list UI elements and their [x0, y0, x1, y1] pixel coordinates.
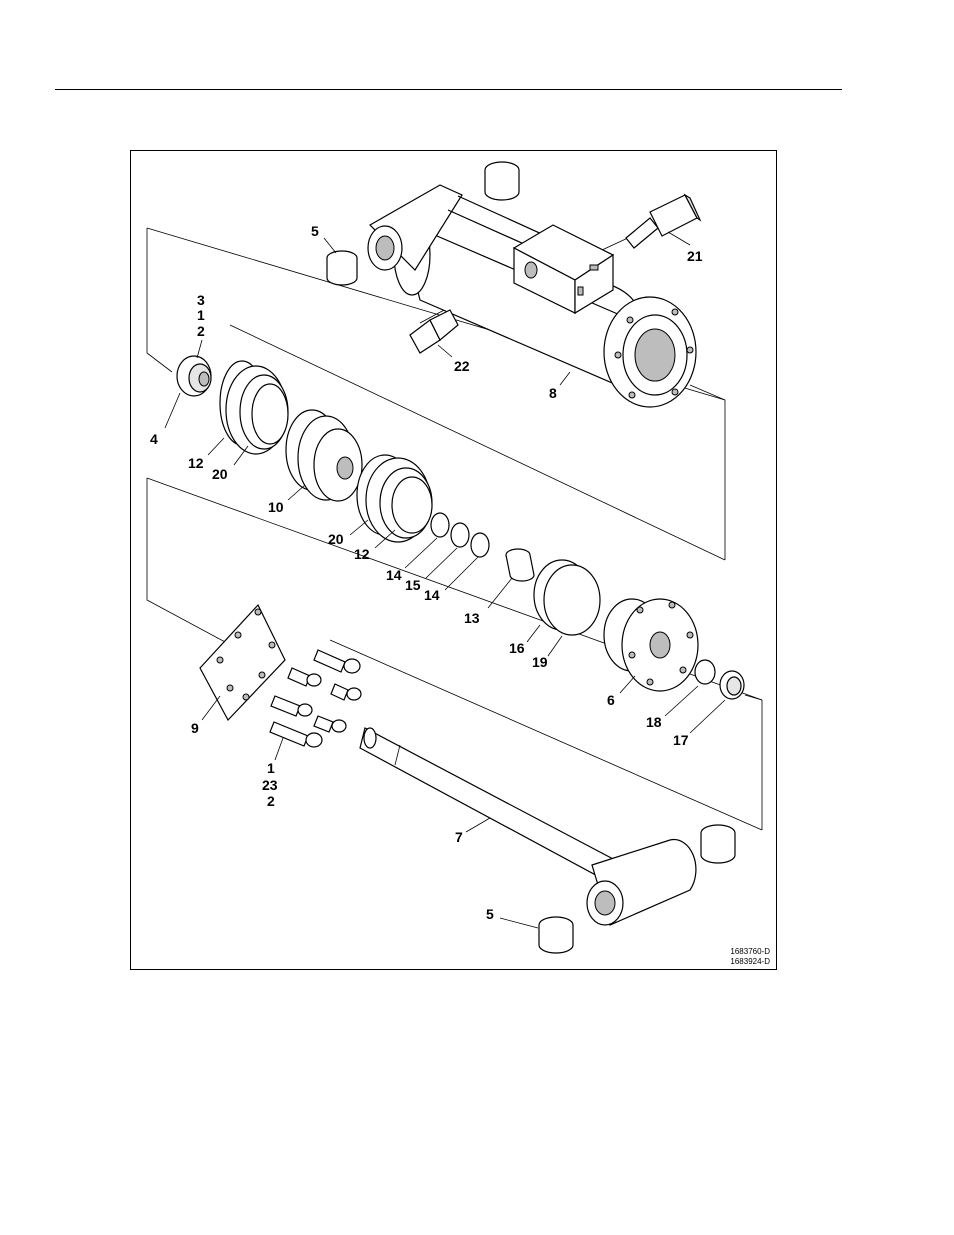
callout-21: 21	[687, 248, 703, 264]
callout-19: 19	[532, 654, 548, 670]
callout-2-lower: 2	[267, 793, 275, 809]
bushing-5-upper	[327, 251, 357, 285]
spacer-13	[506, 549, 534, 581]
figure-id-1: 1683760-D	[730, 947, 770, 956]
callout-14-b: 14	[424, 587, 440, 603]
callout-20-lower: 20	[328, 531, 344, 547]
callout-23: 23	[262, 777, 278, 793]
cap-screws-1-23	[270, 650, 361, 747]
callout-10: 10	[268, 499, 284, 515]
callout-5-upper: 5	[311, 223, 319, 239]
piston-seal-12-20-a	[220, 361, 288, 454]
callout-1-upper: 1	[197, 307, 205, 323]
fitting-22	[410, 310, 458, 353]
callout-9: 9	[191, 720, 199, 736]
piston-rod-7	[360, 728, 696, 925]
callout-2-upper: 2	[197, 323, 205, 339]
callout-3: 3	[197, 292, 205, 308]
callout-22: 22	[454, 358, 470, 374]
callout-14-a: 14	[386, 567, 402, 583]
figure-id-2: 1683924-D	[730, 957, 770, 966]
callout-13: 13	[464, 610, 480, 626]
callout-12-lower: 12	[354, 546, 370, 562]
callout-5-lower: 5	[486, 906, 494, 922]
seal-rings-16-19	[534, 560, 600, 635]
callout-16: 16	[509, 640, 525, 656]
cylinder-head-6	[604, 599, 698, 691]
cylinder-barrel-assembly	[368, 162, 696, 407]
callout-1-lower: 1	[267, 760, 275, 776]
callout-12-upper: 12	[188, 455, 204, 471]
callout-4: 4	[150, 431, 158, 447]
lock-nut-4	[177, 356, 211, 396]
callout-7: 7	[455, 829, 463, 845]
figure-id: 1683760-D 1683924-D	[730, 947, 770, 966]
callout-8: 8	[549, 385, 557, 401]
callout-20-upper: 20	[212, 466, 228, 482]
callout-6: 6	[607, 692, 615, 708]
callout-15: 15	[405, 577, 421, 593]
o-rings-14-15	[431, 513, 489, 557]
rod-wiper-17-18	[695, 660, 744, 699]
callout-17: 17	[673, 732, 689, 748]
fitting-21	[626, 195, 700, 248]
piston-10	[286, 410, 362, 501]
callout-18: 18	[646, 714, 662, 730]
piston-seal-12-20-b	[357, 455, 432, 542]
